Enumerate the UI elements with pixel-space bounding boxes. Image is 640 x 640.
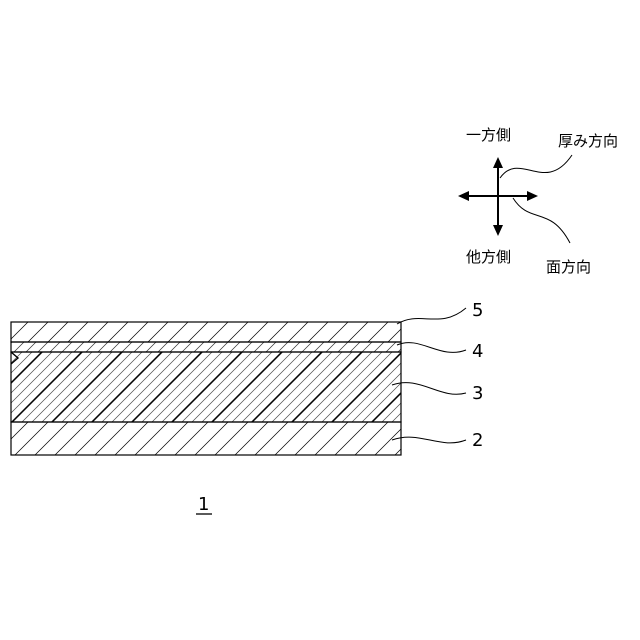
layer-label-3: 3 — [472, 383, 483, 404]
layer-2 — [11, 422, 401, 455]
layer-label-2: 2 — [472, 430, 483, 451]
leader-line-5 — [397, 308, 466, 324]
one-side-label: 一方側 — [466, 126, 511, 144]
thickness-leader — [500, 155, 572, 178]
leader-line-2 — [392, 437, 466, 443]
direction-leaders — [500, 155, 572, 243]
other-side-label: 他方側 — [466, 248, 511, 266]
thickness-direction-label: 厚み方向 — [558, 132, 618, 150]
leader-line-4 — [397, 343, 466, 353]
plane-leader — [513, 198, 570, 243]
layer-3 — [11, 352, 401, 422]
layer-label-5: 5 — [472, 300, 483, 321]
layer-label-4: 4 — [472, 341, 483, 362]
leader-lines — [392, 308, 466, 443]
leader-line-3 — [392, 383, 466, 395]
figure-number: 1 — [198, 494, 209, 515]
layer-5 — [11, 322, 401, 342]
plane-direction-label: 面方向 — [546, 258, 591, 276]
